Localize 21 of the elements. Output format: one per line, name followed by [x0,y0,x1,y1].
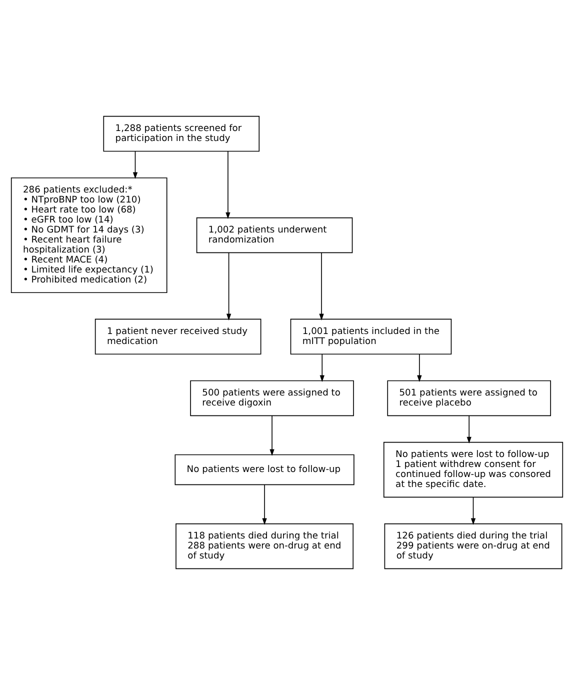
arrow [320,354,324,382]
node-box: 500 patients were assigned to receive digoxin [190,380,354,416]
arrow [262,484,267,525]
node-box: 1 patient never received study medication [94,318,262,355]
arrow [466,415,472,444]
arrow [470,496,476,525]
node-box: 126 patients died during the trial 299 patients were on-drug at end of study [384,523,562,570]
node-box: 1,002 patients underwent randomization [196,217,353,254]
node-box: No patients were lost to follow-up [174,454,354,486]
arrow [270,415,274,456]
node-box: 118 patients died during the trial 288 patients were on-drug at end of study [176,523,354,570]
node-box: No patients were lost to follow-up 1 patient withdrew consent for continued follow-up was consored at the specific date. [383,442,564,498]
node-box: 1,288 patients screened for participation in the study [103,116,260,152]
arrow [226,151,230,220]
node-box: 286 patients excluded:* • NTproBNP too low (210) • Heart rate too low (68) • eGFR too low (14) • No GDMT for 14 days (3) • Recent heart failure hospitalization (3) • Recent MACE (4) • Limited life expectancy (1) • Prohibited medication (2) [10,177,168,294]
arrow [417,354,422,382]
arrow [132,151,138,179]
node-box: 1,001 patients included in the mITT population [290,318,452,355]
arrow [226,252,232,320]
node-box: 501 patients were assigned to receive placebo [387,380,551,416]
arrow [319,252,324,320]
